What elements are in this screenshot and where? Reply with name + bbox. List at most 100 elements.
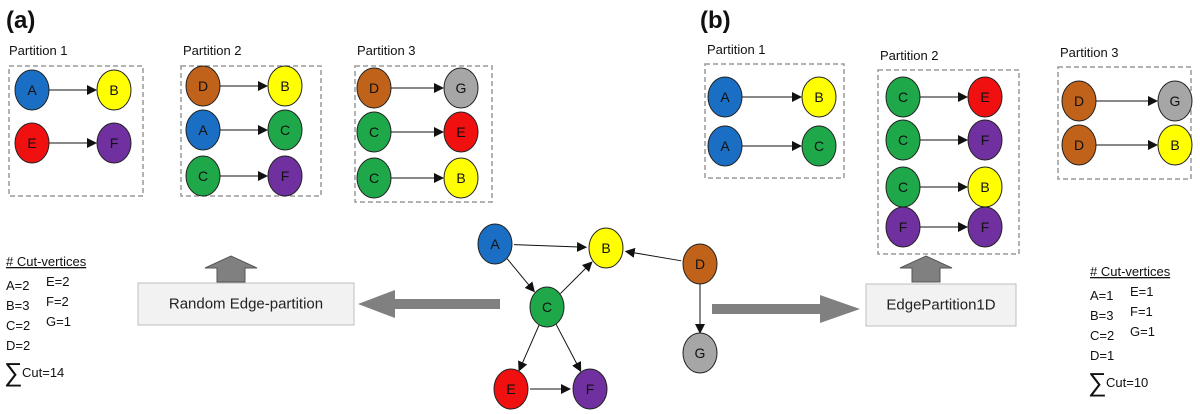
node-d: D: [1061, 80, 1097, 122]
node-label: F: [981, 219, 990, 235]
node-a: A: [707, 125, 743, 167]
node-a: A: [707, 76, 743, 118]
method-label-a: Random Edge-partition: [169, 296, 323, 313]
node-label: C: [198, 168, 208, 184]
panel-b-label: (b): [700, 7, 731, 34]
node-d: D: [356, 67, 392, 109]
graph-edge-c-b: [560, 261, 593, 294]
node-f: F: [885, 206, 921, 248]
node-label: C: [369, 124, 379, 140]
graph-edge-d-b: [624, 247, 682, 262]
partition-title: Partition 3: [1060, 45, 1119, 60]
partition-title: Partition 2: [880, 48, 939, 63]
node-c: C: [885, 76, 921, 118]
node-label: F: [586, 381, 595, 397]
node-label: A: [27, 82, 37, 98]
node-d: D: [1061, 124, 1097, 166]
node-c: C: [185, 155, 221, 197]
partition-title: Partition 1: [707, 42, 766, 57]
partition-title: Partition 1: [9, 43, 68, 58]
cut-value: B=3: [6, 298, 30, 313]
method-box-a: Random Edge-partition: [137, 282, 355, 326]
node-c: C: [267, 109, 303, 151]
cut-value: D=1: [1090, 348, 1114, 363]
original-graph: A B C D E F G: [477, 223, 718, 410]
node-label: B: [280, 78, 289, 94]
node-label: C: [898, 132, 908, 148]
node-c: C: [801, 125, 837, 167]
cut-vertices-a: # Cut-verticesA=2B=3C=2D=2E=2F=2G=1∑Cut=…: [4, 254, 87, 387]
node-label: D: [198, 78, 208, 94]
graph-edge-c-f: [555, 323, 582, 373]
node-label: D: [369, 80, 379, 96]
node-b: B: [96, 69, 132, 111]
node-label: F: [110, 135, 119, 151]
graph-node-e: E: [493, 368, 529, 410]
node-label: A: [198, 122, 208, 138]
graph-node-f: F: [572, 368, 608, 410]
node-label: E: [456, 124, 465, 140]
node-b: B: [443, 157, 479, 199]
node-label: C: [369, 170, 379, 186]
cut-value: E=1: [1130, 284, 1154, 299]
node-c: C: [885, 119, 921, 161]
node-label: B: [814, 89, 823, 105]
node-label: F: [899, 219, 908, 235]
cut-value: B=3: [1090, 308, 1114, 323]
panel-a-label: (a): [6, 7, 35, 34]
partition-title: Partition 2: [183, 43, 242, 58]
node-b: B: [1157, 124, 1193, 166]
method-box-b: EdgePartition1D: [865, 283, 1017, 327]
node-label: G: [456, 80, 467, 96]
graph-node-g: G: [682, 332, 718, 374]
partition-title: Partition 3: [357, 43, 416, 58]
sum-symbol: ∑: [1088, 367, 1107, 397]
partition-3: Partition 3 D G C E C B: [354, 43, 493, 203]
node-label: G: [695, 345, 706, 361]
node-f: F: [967, 206, 1003, 248]
graph-node-c: C: [529, 286, 565, 328]
node-f: F: [96, 122, 132, 164]
cut-value: A=2: [6, 278, 30, 293]
cut-sum: Cut=10: [1106, 375, 1148, 390]
node-label: F: [281, 168, 290, 184]
node-label: B: [980, 179, 989, 195]
node-label: C: [898, 179, 908, 195]
graph-node-b: B: [588, 227, 624, 269]
cut-value: F=2: [46, 294, 69, 309]
node-label: A: [490, 236, 500, 252]
graph-edge-a-c: [506, 258, 535, 293]
node-label: B: [109, 82, 118, 98]
cut-value: A=1: [1090, 288, 1114, 303]
node-label: D: [695, 256, 705, 272]
node-b: B: [967, 166, 1003, 208]
graph-edge-c-e: [518, 324, 540, 372]
node-label: C: [542, 299, 552, 315]
node-c: C: [885, 166, 921, 208]
node-g: G: [443, 67, 479, 109]
cut-value: G=1: [1130, 324, 1155, 339]
node-label: G: [1170, 93, 1181, 109]
node-label: E: [980, 89, 989, 105]
node-b: B: [801, 76, 837, 118]
graph-node-a: A: [477, 223, 513, 265]
node-label: F: [981, 132, 990, 148]
node-e: E: [14, 122, 50, 164]
node-label: C: [280, 122, 290, 138]
node-label: D: [1074, 93, 1084, 109]
method-label-b: EdgePartition1D: [886, 297, 995, 314]
